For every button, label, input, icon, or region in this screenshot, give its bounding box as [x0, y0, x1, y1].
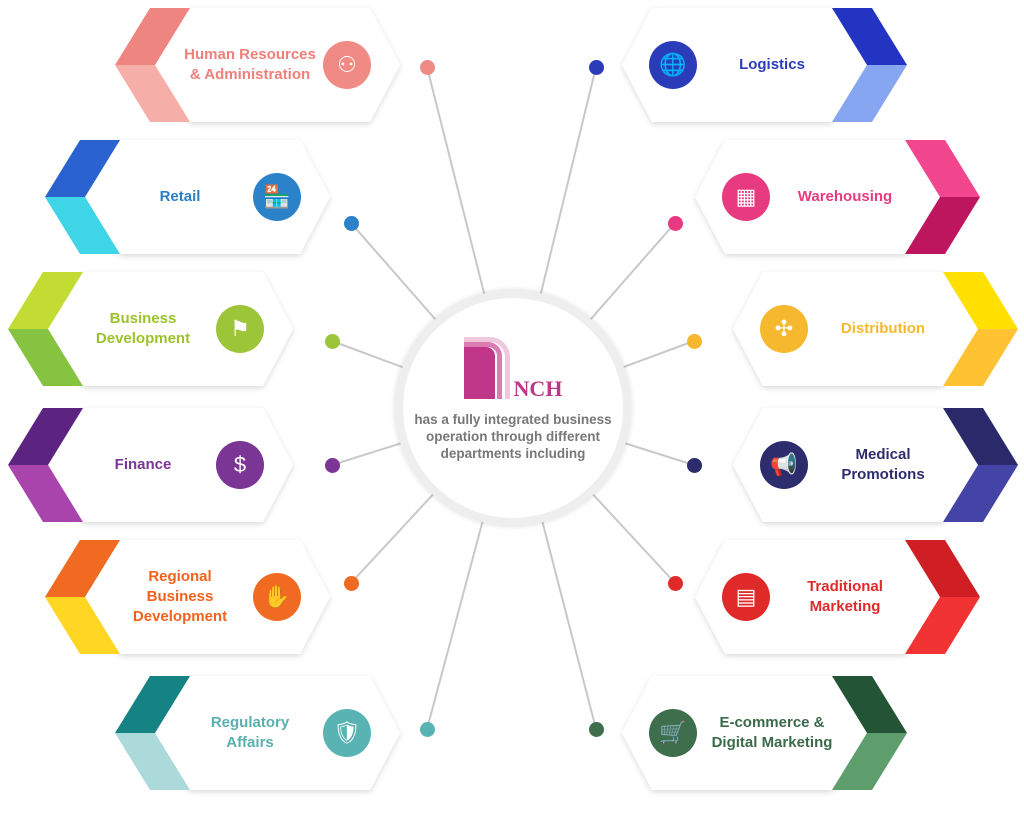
card-shape — [622, 8, 907, 122]
card-shape — [695, 140, 980, 254]
connector-dot — [686, 333, 702, 349]
card-shape — [622, 676, 907, 790]
department-card[interactable]: Warehousing ▦ — [695, 140, 980, 254]
tagline-line: has a fully integrated business — [414, 411, 612, 427]
department-label-line: Business — [146, 588, 214, 605]
department-label-line: Medical — [855, 446, 911, 463]
card-shape — [115, 8, 400, 122]
department-label-line: Affairs — [226, 734, 274, 751]
handshake-icon: ✋ — [253, 573, 301, 621]
storefront-icon: 🏪 — [253, 173, 301, 221]
logo-text: NCH — [513, 375, 563, 401]
card-shape — [733, 272, 1018, 386]
connector-dot — [419, 59, 435, 75]
warehouse-icon: ▦ — [722, 173, 770, 221]
department-label-line: Development — [95, 330, 191, 347]
connector-dot — [419, 721, 435, 737]
department-label-line: Human Resources — [184, 46, 316, 63]
brochure-icon: ▤ — [722, 573, 770, 621]
department-card[interactable]: Finance $ — [8, 408, 293, 522]
tagline: has a fully integrated business operatio… — [414, 411, 611, 462]
center-content: NCH has a fully integrated business oper… — [403, 298, 623, 518]
department-label: Distribution — [808, 272, 958, 386]
department-label: Finance — [68, 408, 218, 522]
department-label-line: Regional — [148, 568, 212, 585]
card-shape — [8, 272, 293, 386]
department-label-line: Logistics — [739, 56, 805, 73]
connector-dot — [667, 575, 683, 591]
tagline-line: departments including — [440, 445, 586, 461]
growth-stairs-icon: ⚑ — [216, 305, 264, 353]
department-label-line: E-commerce & — [719, 714, 825, 731]
org-chart-icon: ⚇ — [323, 41, 371, 89]
card-shape — [45, 140, 330, 254]
department-label-line: Distribution — [840, 320, 926, 337]
department-label-line: Finance — [114, 456, 172, 473]
department-label-line: Business — [109, 310, 177, 327]
department-label: Human Resources & Administration — [175, 8, 325, 122]
department-label-line: Retail — [159, 188, 201, 205]
nch-logo-mark-icon — [463, 336, 510, 399]
department-label-line: Regulatory — [210, 714, 290, 731]
department-label-line: Promotions — [841, 466, 925, 483]
department-label-line: Warehousing — [797, 188, 893, 205]
card-shape — [695, 540, 980, 654]
card-shape — [8, 408, 293, 522]
center-circle: NCH has a fully integrated business oper… — [395, 290, 631, 526]
department-label-line: Marketing — [809, 598, 881, 615]
connector-dot — [324, 457, 340, 473]
card-shape — [45, 540, 330, 654]
department-card[interactable]: Retail 🏪 — [45, 140, 330, 254]
tagline-line: operation through different — [426, 428, 600, 444]
card-shape — [733, 408, 1018, 522]
document-shield-icon: 🛡 — [323, 709, 371, 757]
connector-dot — [588, 59, 604, 75]
department-label: Retail — [105, 140, 255, 254]
department-label-line: Development — [132, 608, 228, 625]
nch-logo: NCH — [463, 336, 563, 401]
money-coins-icon: $ — [216, 441, 264, 489]
department-card[interactable]: Distribution ✣ — [733, 272, 1018, 386]
connector-dot — [686, 457, 702, 473]
department-label: E-commerce & Digital Marketing — [697, 676, 847, 790]
card-shape — [115, 676, 400, 790]
logistics-globe-icon: 🌐 — [649, 41, 697, 89]
department-card[interactable]: Human Resources & Administration ⚇ — [115, 8, 400, 122]
connector-dot — [343, 575, 359, 591]
mobile-cart-icon: 🛒 — [649, 709, 697, 757]
department-label: Logistics — [697, 8, 847, 122]
department-label: Warehousing — [770, 140, 920, 254]
department-card[interactable]: Logistics 🌐 — [622, 8, 907, 122]
megaphone-icon: 📢 — [760, 441, 808, 489]
department-label-line: & Administration — [189, 66, 311, 83]
connector-dot — [324, 333, 340, 349]
department-card[interactable]: E-commerce & Digital Marketing 🛒 — [622, 676, 907, 790]
connector-dot — [667, 215, 683, 231]
connector-dot — [588, 721, 604, 737]
department-label-line: Traditional — [807, 578, 883, 595]
distribution-box-icon: ✣ — [760, 305, 808, 353]
department-label-line: Digital Marketing — [711, 734, 833, 751]
connector-dot — [343, 215, 359, 231]
